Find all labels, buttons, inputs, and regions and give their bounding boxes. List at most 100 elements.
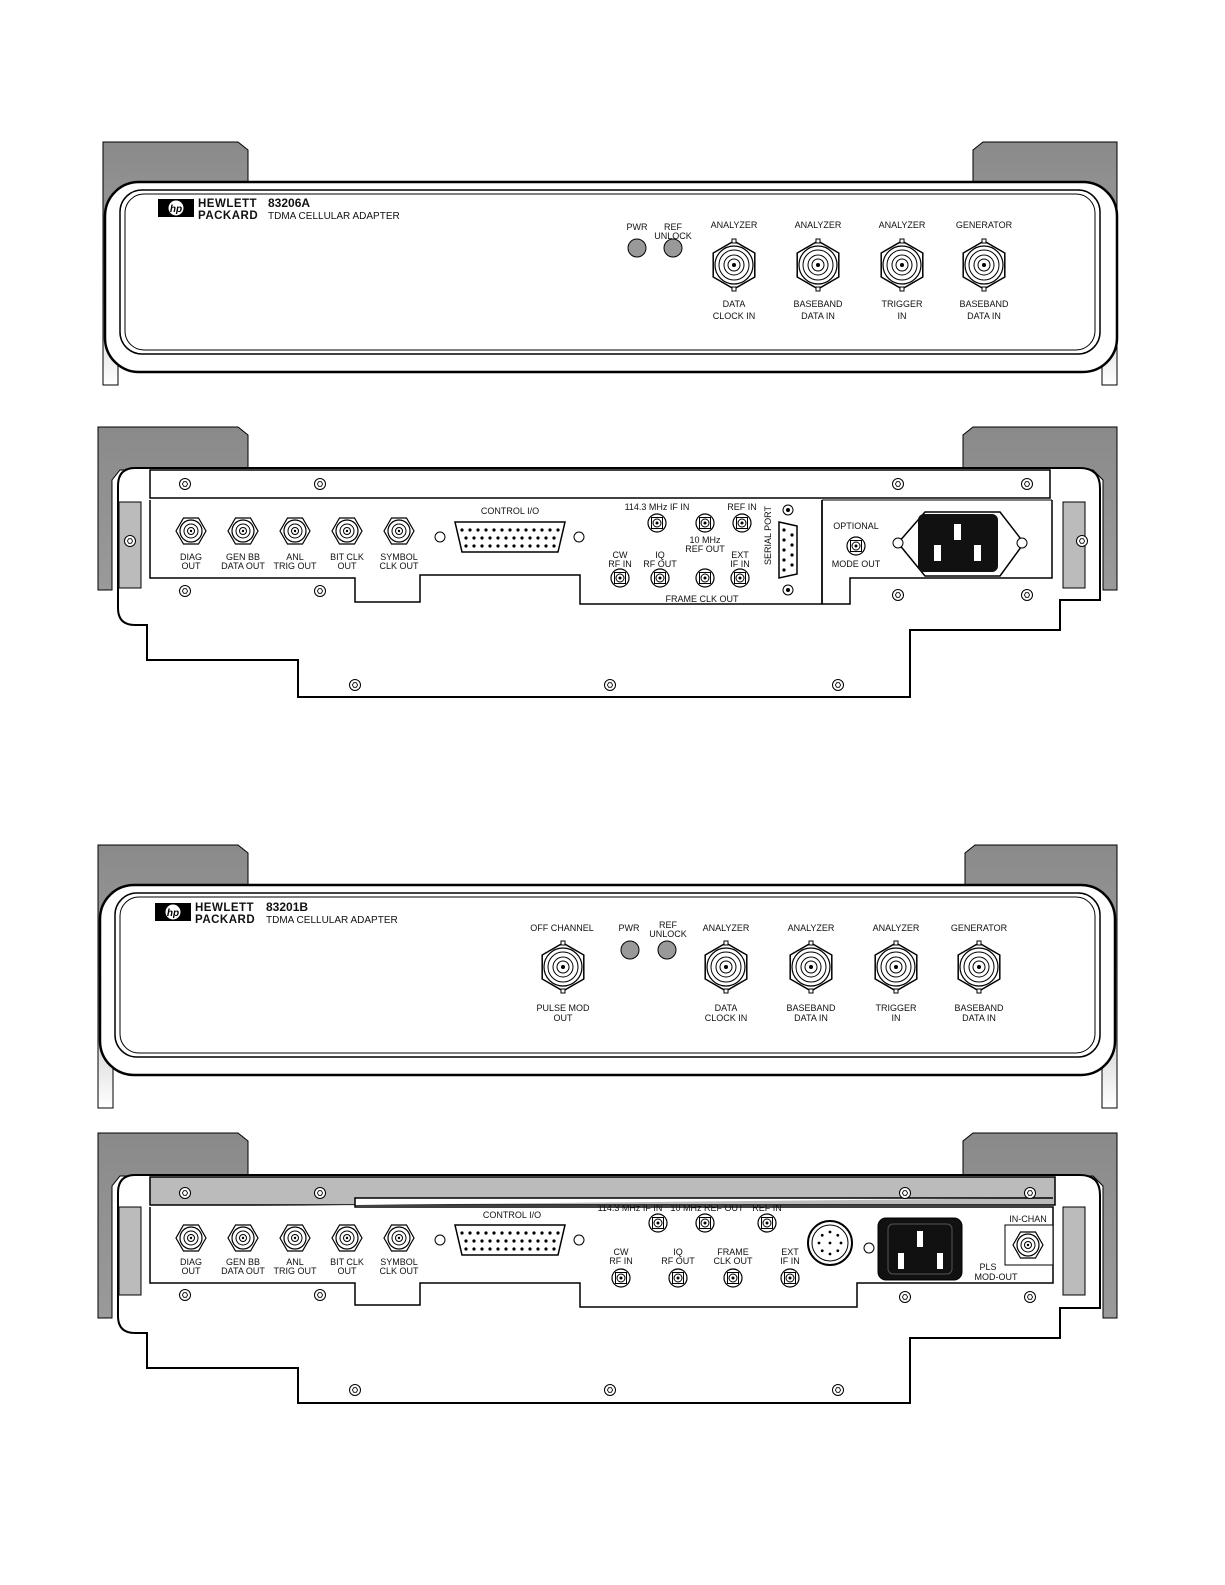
- unit-b-front-panel: hp HEWLETT PACKARD 83201B TDMA CELLULAR …: [97, 844, 1118, 1109]
- rear-bnc-connector[interactable]: [383, 517, 415, 545]
- small-rf-connector[interactable]: [695, 568, 715, 588]
- small-rf-connector[interactable]: [648, 1213, 668, 1233]
- small-rf-connector[interactable]: [780, 1268, 800, 1288]
- rear-connector-label-1: ANL: [286, 1257, 304, 1267]
- rear-bnc-connector[interactable]: [279, 1224, 311, 1252]
- brand-line2: PACKARD: [198, 210, 258, 222]
- pwr-led: [627, 238, 647, 258]
- rear-bnc-connector[interactable]: [383, 1224, 415, 1252]
- rear-bnc-connector[interactable]: [279, 517, 311, 545]
- hp-logo: hp: [158, 199, 194, 217]
- front-bezel-inner: [119, 189, 1101, 355]
- connector-top-label: ANALYZER: [795, 220, 842, 230]
- rear-connector-label-2: OUT: [338, 1266, 358, 1276]
- small-rf-connector[interactable]: [695, 1213, 715, 1233]
- ref-in-label: REF IN: [727, 502, 757, 512]
- frame-clk-out-label: FRAME CLK OUT: [665, 594, 739, 604]
- serial-port-label: SERIAL PORT: [763, 505, 773, 565]
- screw: [314, 1187, 326, 1199]
- small-rf-connector[interactable]: [611, 1268, 631, 1288]
- rear-connector-label-2: DATA OUT: [221, 1266, 265, 1276]
- rear-connector-label-1: SYMBOL: [380, 552, 418, 562]
- ac-power-inlet[interactable]: [892, 511, 1028, 577]
- bnc-connector[interactable]: [874, 940, 918, 994]
- ext-if-in-label-1: EXT: [731, 550, 749, 560]
- small-rf-connector[interactable]: [668, 1268, 688, 1288]
- screw: [1024, 1291, 1036, 1303]
- hp-logo-text: hp: [167, 908, 179, 919]
- rear-connector-label-2: DATA OUT: [221, 561, 265, 571]
- rear-bnc-connector[interactable]: [331, 1224, 363, 1252]
- ref-unlock-led: [663, 238, 683, 258]
- frame-clk-out-label-2: CLK OUT: [713, 1256, 753, 1266]
- bnc-connector[interactable]: [712, 238, 756, 292]
- rear-connector-label-1: SYMBOL: [380, 1257, 418, 1267]
- small-rf-connector[interactable]: [723, 1268, 743, 1288]
- rear-connector-label-2: OUT: [338, 561, 358, 571]
- screw: [179, 585, 191, 597]
- pulse-mod-label-1: PULSE MOD: [536, 1003, 590, 1013]
- screw: [892, 478, 904, 490]
- pwr-led: [620, 940, 640, 960]
- connector-top-label: GENERATOR: [956, 220, 1013, 230]
- rear-connector-label-2: TRIG OUT: [274, 561, 317, 571]
- ac-power-inlet[interactable]: [863, 1217, 963, 1281]
- bnc-connector[interactable]: [957, 940, 1001, 994]
- pls-mod-out-label-2: MOD-OUT: [975, 1272, 1018, 1282]
- in-chan-label: IN-CHAN: [1009, 1214, 1047, 1224]
- bnc-connector[interactable]: [704, 940, 748, 994]
- model-number: 83206A: [268, 196, 310, 210]
- small-rf-connector[interactable]: [695, 513, 715, 533]
- bnc-connector[interactable]: [796, 238, 840, 292]
- control-io-connector[interactable]: [434, 521, 585, 553]
- control-io-connector[interactable]: [434, 1224, 585, 1256]
- left-side-bracket: [118, 1206, 142, 1296]
- rear-bnc-connector[interactable]: [227, 517, 259, 545]
- screw: [349, 679, 361, 691]
- small-rf-connector[interactable]: [730, 568, 750, 588]
- rear-bnc-connector[interactable]: [227, 1224, 259, 1252]
- small-rf-connector[interactable]: [610, 568, 630, 588]
- connector-bottom-label-1: BASEBAND: [954, 1003, 1004, 1013]
- connector-bottom-label-1: TRIGGER: [875, 1003, 917, 1013]
- rear-bnc-connector[interactable]: [175, 517, 207, 545]
- connector-top-label: ANALYZER: [711, 220, 758, 230]
- cw-rf-in-label-2: RF IN: [609, 1256, 633, 1266]
- bnc-connector[interactable]: [789, 940, 833, 994]
- connector-bottom-label-2: CLOCK IN: [713, 311, 756, 321]
- rear-connector-label-2: CLK OUT: [379, 561, 419, 571]
- connector-top-label: ANALYZER: [873, 923, 920, 933]
- connector-bottom-label-2: DATA IN: [967, 311, 1001, 321]
- serial-port-connector[interactable]: [778, 504, 798, 596]
- if-in-label: 114.3 MHz IF IN: [598, 1203, 663, 1213]
- connector-top-label: ANALYZER: [788, 923, 835, 933]
- frame-clk-out-label-1: FRAME: [717, 1247, 749, 1257]
- small-rf-connector[interactable]: [757, 1213, 777, 1233]
- small-rf-connector[interactable]: [650, 568, 670, 588]
- screw: [899, 1291, 911, 1303]
- screw: [1076, 535, 1088, 547]
- small-rf-connector[interactable]: [647, 513, 667, 533]
- pulse-mod-bnc-connector[interactable]: [541, 940, 585, 994]
- bnc-connector[interactable]: [880, 238, 924, 292]
- in-chan-bnc-connector[interactable]: [1012, 1231, 1044, 1259]
- screw: [604, 1384, 616, 1396]
- connector-bottom-label-2: IN: [898, 311, 907, 321]
- screw: [124, 535, 136, 547]
- connector-bottom-label-2: CLOCK IN: [705, 1013, 748, 1023]
- rear-connector-label-1: BIT CLK: [330, 552, 364, 562]
- round-multipin-connector[interactable]: [807, 1220, 853, 1266]
- small-rf-connector[interactable]: [732, 513, 752, 533]
- rear-connector-label-1: ANL: [286, 552, 304, 562]
- ref-out-10-label-2: REF OUT: [685, 544, 725, 554]
- connector-bottom-label-1: DATA: [715, 1003, 738, 1013]
- ref-unlock-label-1: REF: [664, 222, 683, 232]
- rear-bnc-connector[interactable]: [175, 1224, 207, 1252]
- rear-connector-label-1: DIAG: [180, 1257, 202, 1267]
- rear-chassis-outline: [117, 467, 1101, 698]
- mode-out-connector[interactable]: [846, 536, 866, 556]
- bnc-connector[interactable]: [962, 238, 1006, 292]
- rear-bnc-connector[interactable]: [331, 517, 363, 545]
- cw-rf-in-label-2: RF IN: [608, 559, 632, 569]
